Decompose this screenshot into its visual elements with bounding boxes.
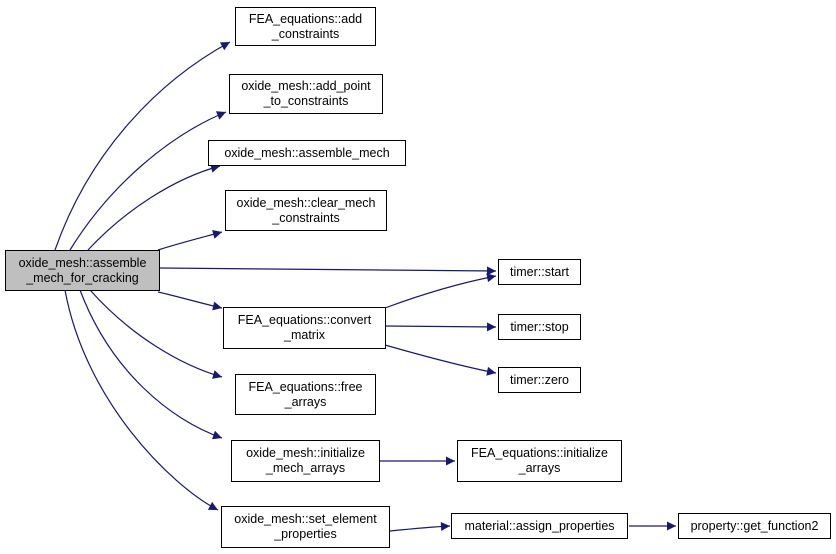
node-label-line: oxide_mesh::clear_mech (236, 195, 376, 210)
node-free-arrays[interactable]: FEA_equations::free _arrays (235, 374, 376, 415)
node-label-line: _matrix (284, 328, 325, 342)
node-get-function2[interactable]: property::get_function2 (678, 513, 831, 539)
node-timer-zero[interactable]: timer::zero (498, 367, 581, 393)
edge-root-to-set-element-properties (64, 289, 219, 511)
edge-root-to-free-arrays (89, 289, 223, 379)
node-add-point-to-constraints[interactable]: oxide_mesh::add_point _to_constraints (229, 74, 383, 114)
node-assemble-mech[interactable]: oxide_mesh::assemble_mech (208, 140, 406, 166)
edge-convert-matrix-to-timer-zero (384, 344, 497, 376)
node-label-line: _mech_for_cracking (26, 270, 139, 285)
node-label-line: timer::start (509, 264, 570, 279)
edge-root-to-initialize-mech-arrays (79, 289, 223, 440)
node-label-line: _properties (274, 527, 337, 541)
node-label-line: oxide_mesh::assemble_mech (224, 145, 390, 160)
edge-root-to-timer-start (159, 266, 497, 276)
node-label-line: FEA_equations::convert (237, 313, 372, 327)
node-initialize-mech-arrays[interactable]: oxide_mesh::initialize _mech_arrays (231, 440, 380, 482)
node-label-line: _arrays (284, 394, 327, 409)
node-convert-matrix[interactable]: FEA_equations::convert _matrix (223, 307, 386, 349)
edge-root-to-clear-mech-constraints (157, 230, 223, 251)
edge-root-to-assemble-mech (87, 163, 221, 251)
node-label-line: _mech_arrays (265, 461, 346, 475)
node-fea-initialize-arrays[interactable]: FEA_equations::initialize _arrays (457, 440, 622, 482)
node-label-line: FEA_equations::free (248, 379, 363, 394)
node-label-line: _arrays (518, 461, 561, 475)
edge-convert-matrix-to-timer-start (384, 273, 497, 309)
node-clear-mech-constraints[interactable]: oxide_mesh::clear_mech _constraints (225, 190, 387, 231)
node-timer-stop[interactable]: timer::stop (498, 314, 581, 340)
node-label-line: oxide_mesh::set_element (234, 512, 377, 526)
node-label-line: oxide_mesh::add_point (241, 79, 371, 93)
edge-root-to-fea-add-constraints (54, 41, 231, 251)
node-label-line: _constraints (271, 26, 340, 41)
node-label-line: timer::zero (509, 372, 570, 387)
node-label-line: oxide_mesh::initialize (246, 446, 365, 460)
node-label-line: oxide_mesh::assemble (18, 255, 147, 270)
node-label-line: FEA_equations::initialize (471, 446, 608, 460)
edge-root-to-convert-matrix (157, 291, 223, 311)
node-label-line: _constraints (272, 210, 340, 225)
edge-set-element-properties-to-assign-properties (389, 521, 451, 532)
node-set-element-properties[interactable]: oxide_mesh::set_element _properties (221, 506, 390, 548)
node-assemble-mech-for-cracking: oxide_mesh::assemble _mech_for_cracking (5, 250, 160, 291)
node-timer-start[interactable]: timer::start (498, 259, 581, 285)
node-fea-add-constraints[interactable]: FEA_equations::add _constraints (235, 7, 376, 46)
node-label-line: FEA_equations::add (248, 11, 363, 26)
edge-convert-matrix-to-timer-stop (384, 322, 497, 332)
node-label-line: material::assign_properties (464, 518, 615, 533)
node-label-line: property::get_function2 (690, 518, 819, 533)
node-label-line: timer::stop (510, 319, 569, 334)
node-assign-properties[interactable]: material::assign_properties (451, 513, 628, 539)
node-label-line: _to_constraints (263, 94, 349, 108)
edge-root-to-add-point-to-constraints (69, 111, 227, 251)
